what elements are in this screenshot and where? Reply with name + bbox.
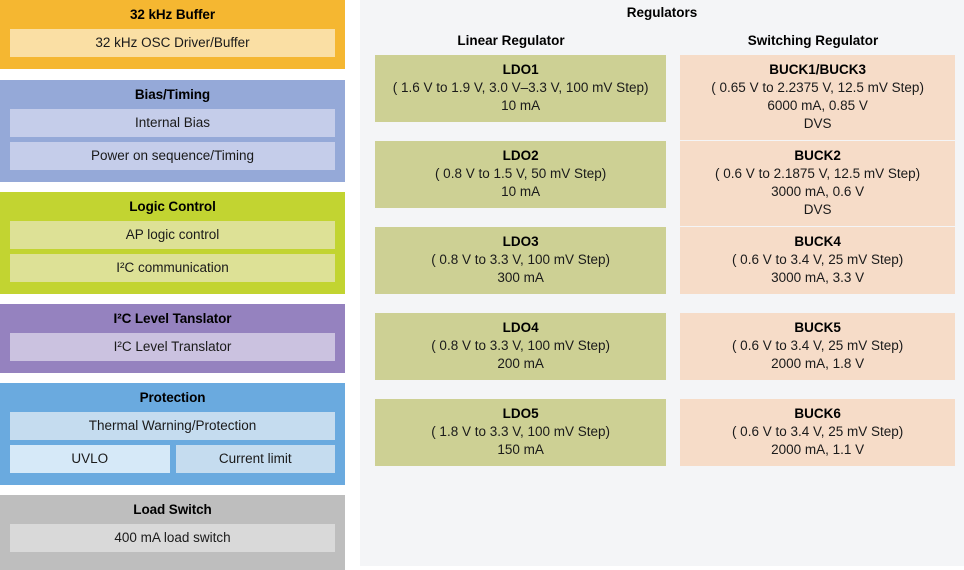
group-title-load-switch: Load Switch (133, 502, 212, 517)
regulator-detail-line: ( 1.8 V to 3.3 V, 100 mV Step) (431, 424, 611, 439)
regulator-row: BUCK2 ( 0.6 V to 2.1875 V, 12.5 mV Step)… (680, 141, 955, 227)
left-function-blocks: 32 kHz Buffer 32 kHz OSC Driver/Buffer B… (0, 0, 345, 570)
panel-title-regulators: Regulators (626, 5, 698, 20)
regulator-detail-line: 10 mA (501, 98, 541, 113)
column-header-linear-regulator: Linear Regulator (457, 33, 565, 48)
block-group-i2c-level-translator: I²C Level Tanslator I²C Level Translator (0, 304, 345, 373)
switching-regulator-column: BUCK1/BUCK3 ( 0.65 V to 2.2375 V, 12.5 m… (680, 55, 955, 485)
block-group-bias-timing: Bias/Timing Internal Bias Power on seque… (0, 80, 345, 182)
regulator-detail-line: ( 1.6 V to 1.9 V, 3.0 V–3.3 V, 100 mV St… (392, 80, 649, 95)
regulator-name: BUCK1/BUCK3 (769, 62, 866, 77)
regulator-name: BUCK5 (794, 320, 841, 335)
regulator-detail-line: ( 0.8 V to 3.3 V, 100 mV Step) (431, 252, 611, 267)
regulator-detail-line: 3000 mA, 3.3 V (771, 270, 865, 285)
sub-block-internal-bias: Internal Bias (10, 109, 335, 137)
regulator-box-ldo5: LDO5 ( 1.8 V to 3.3 V, 100 mV Step) 150 … (375, 399, 667, 466)
regulator-name: LDO1 (502, 62, 539, 77)
regulator-row: LDO1 ( 1.6 V to 1.9 V, 3.0 V–3.3 V, 100 … (375, 55, 667, 141)
regulator-detail-line: ( 0.6 V to 3.4 V, 25 mV Step) (731, 252, 904, 267)
block-group-load-switch: Load Switch 400 mA load switch (0, 495, 345, 570)
regulator-detail-line: 150 mA (497, 442, 544, 457)
regulator-grid: LDO1 ( 1.6 V to 1.9 V, 3.0 V–3.3 V, 100 … (375, 55, 955, 485)
sub-block-i2c-communication: I²C communication (10, 254, 335, 282)
protection-sub-row: UVLO Current limit (10, 445, 335, 473)
linear-regulator-column: LDO1 ( 1.6 V to 1.9 V, 3.0 V–3.3 V, 100 … (375, 55, 667, 485)
regulator-detail-line: 300 mA (497, 270, 544, 285)
regulator-row: BUCK1/BUCK3 ( 0.65 V to 2.2375 V, 12.5 m… (680, 55, 955, 141)
sub-block-400ma-load-switch: 400 mA load switch (10, 524, 335, 552)
regulator-box-buck2: BUCK2 ( 0.6 V to 2.1875 V, 12.5 mV Step)… (680, 141, 955, 226)
sub-block-uvlo: UVLO (10, 445, 170, 473)
sub-block-i2c-level-translator: I²C Level Translator (10, 333, 335, 361)
regulator-detail-line: DVS (803, 202, 832, 217)
regulator-box-ldo2: LDO2 ( 0.8 V to 1.5 V, 50 mV Step) 10 mA (375, 141, 667, 208)
regulator-detail-line: 10 mA (501, 184, 541, 199)
sub-block-power-on-sequence-timing: Power on sequence/Timing (10, 142, 335, 170)
group-title-protection: Protection (139, 390, 206, 405)
regulator-name: BUCK4 (794, 234, 841, 249)
regulator-detail-line: 2000 mA, 1.1 V (771, 442, 865, 457)
regulator-detail-line: 200 mA (497, 356, 544, 371)
regulator-box-buck4: BUCK4 ( 0.6 V to 3.4 V, 25 mV Step) 3000… (680, 227, 955, 294)
regulator-name: LDO3 (502, 234, 539, 249)
regulator-detail-line: 3000 mA, 0.6 V (771, 184, 865, 199)
regulator-detail-line: ( 0.6 V to 2.1875 V, 12.5 mV Step) (715, 166, 921, 181)
sub-block-ap-logic-control: AP logic control (10, 221, 335, 249)
sub-block-32khz-osc-driver-buffer: 32 kHz OSC Driver/Buffer (10, 29, 335, 57)
regulator-box-ldo4: LDO4 ( 0.8 V to 3.3 V, 100 mV Step) 200 … (375, 313, 667, 380)
regulator-row: LDO5 ( 1.8 V to 3.3 V, 100 mV Step) 150 … (375, 399, 667, 485)
regulator-detail-line: ( 0.6 V to 3.4 V, 25 mV Step) (731, 424, 904, 439)
regulator-row: BUCK5 ( 0.6 V to 3.4 V, 25 mV Step) 2000… (680, 313, 955, 399)
regulator-name: BUCK6 (794, 406, 841, 421)
regulator-name: LDO5 (502, 406, 539, 421)
regulator-detail-line: ( 0.8 V to 3.3 V, 100 mV Step) (431, 338, 611, 353)
sub-block-current-limit: Current limit (175, 445, 335, 473)
regulator-box-buck5: BUCK5 ( 0.6 V to 3.4 V, 25 mV Step) 2000… (680, 313, 955, 380)
block-group-protection: Protection Thermal Warning/Protection UV… (0, 383, 345, 485)
regulator-box-ldo3: LDO3 ( 0.8 V to 3.3 V, 100 mV Step) 300 … (375, 227, 667, 294)
group-title-logic-control: Logic Control (129, 199, 216, 214)
group-title-i2c-level-translator: I²C Level Tanslator (113, 311, 232, 326)
regulator-box-buck6: BUCK6 ( 0.6 V to 3.4 V, 25 mV Step) 2000… (680, 399, 955, 466)
regulator-name: LDO4 (502, 320, 539, 335)
regulator-name: LDO2 (502, 148, 539, 163)
group-title-bias-timing: Bias/Timing (134, 87, 211, 102)
regulator-detail-line: ( 0.65 V to 2.2375 V, 12.5 mV Step) (711, 80, 924, 95)
block-group-logic-control: Logic Control AP logic control I²C commu… (0, 192, 345, 294)
regulator-name: BUCK2 (794, 148, 841, 163)
regulator-row: LDO3 ( 0.8 V to 3.3 V, 100 mV Step) 300 … (375, 227, 667, 313)
regulator-row: LDO2 ( 0.8 V to 1.5 V, 50 mV Step) 10 mA (375, 141, 667, 227)
column-header-switching-regulator: Switching Regulator (747, 33, 879, 48)
regulators-panel: Regulators Linear Regulator Switching Re… (360, 0, 964, 566)
regulator-detail-line: 6000 mA, 0.85 V (767, 98, 868, 113)
regulator-detail-line: ( 0.8 V to 1.5 V, 50 mV Step) (434, 166, 607, 181)
regulator-detail-line: ( 0.6 V to 3.4 V, 25 mV Step) (731, 338, 904, 353)
sub-block-thermal-warning-protection: Thermal Warning/Protection (10, 412, 335, 440)
block-group-32khz-buffer: 32 kHz Buffer 32 kHz OSC Driver/Buffer (0, 0, 345, 69)
regulator-column-headers: Linear Regulator Switching Regulator (360, 32, 964, 50)
regulator-detail-line: DVS (803, 116, 832, 131)
regulator-box-ldo1: LDO1 ( 1.6 V to 1.9 V, 3.0 V–3.3 V, 100 … (375, 55, 667, 122)
regulator-row: BUCK6 ( 0.6 V to 3.4 V, 25 mV Step) 2000… (680, 399, 955, 485)
group-title-32khz-buffer: 32 kHz Buffer (130, 7, 215, 22)
regulator-row: BUCK4 ( 0.6 V to 3.4 V, 25 mV Step) 3000… (680, 227, 955, 313)
regulator-box-buck1-buck3: BUCK1/BUCK3 ( 0.65 V to 2.2375 V, 12.5 m… (680, 55, 955, 140)
regulator-detail-line: 2000 mA, 1.8 V (771, 356, 865, 371)
regulator-row: LDO4 ( 0.8 V to 3.3 V, 100 mV Step) 200 … (375, 313, 667, 399)
